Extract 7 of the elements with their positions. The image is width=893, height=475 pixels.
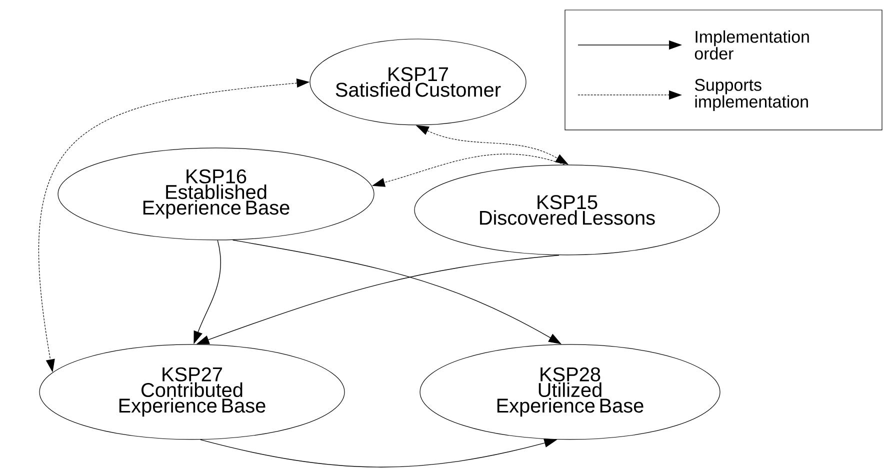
legend-text: Implementation order [694,30,809,60]
legend-text: Supports implementation [694,78,808,112]
ellipse-node: KSP17 Satisfied Customer [310,38,526,126]
ellipse-node: KSP27 Contributed Experience Base [39,344,345,440]
ellipse-node: KSP15 Discovered Lessons [414,164,720,256]
ellipse-node: KSP28 Utilized Experience Base [420,344,720,440]
ellipse-node: KSP16 Established Experience Base [58,148,374,240]
